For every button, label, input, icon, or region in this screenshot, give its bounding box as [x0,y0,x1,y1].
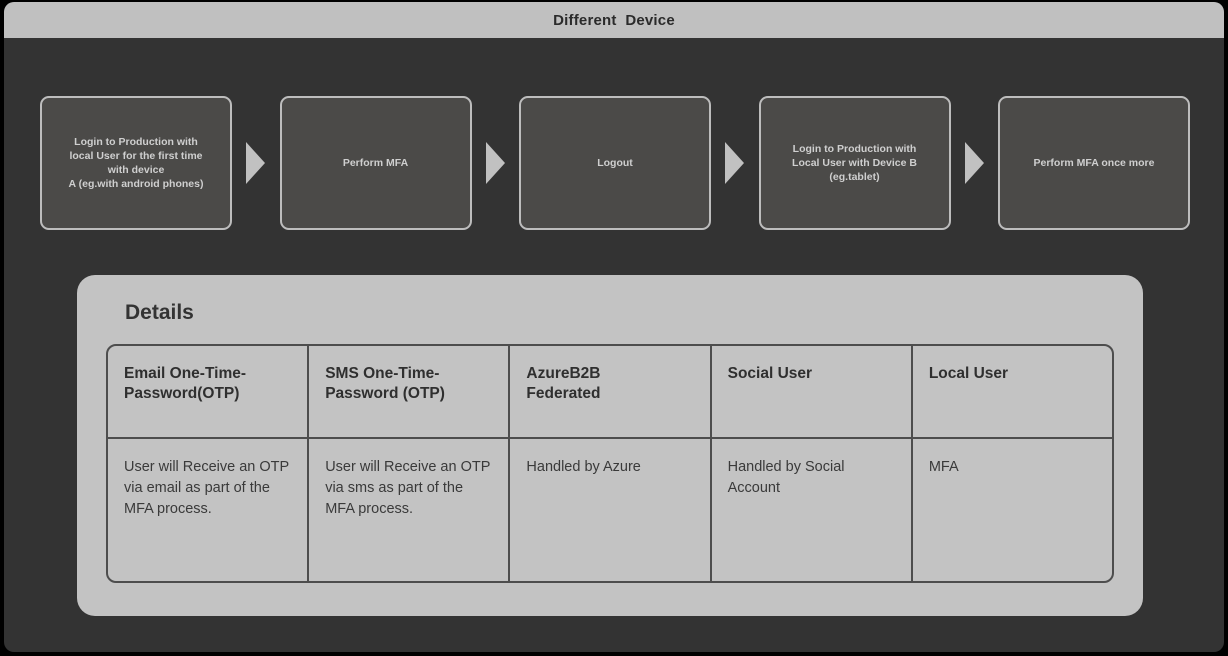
arrow-right-icon-4 [963,142,985,184]
table-cell-text: MFA [928,459,959,475]
flow-step-label: Perform MFA once more [1033,157,1155,169]
table-cell-email-otp: User will Receive an OTP via email as pa… [108,439,310,581]
arrow-right-icon-1 [245,142,267,184]
details-title: Details [125,301,194,324]
table-header-cell-local-user: Local User [913,346,1112,437]
flow-step-perform-mfa[interactable]: Perform MFA [279,96,472,230]
details-table: Email One-Time- Password(OTP) SMS One-Ti… [106,344,1114,583]
table-header-cell-sms-otp: SMS One-Time- Password (OTP) [309,346,511,437]
arrow-right-icon-3 [724,142,746,184]
table-header-row: Email One-Time- Password(OTP) SMS One-Ti… [108,346,1112,439]
column-header-label: SMS One-Time- Password (OTP) [325,365,445,402]
arrow-right-icon-2 [484,142,506,184]
column-header-label: Local User [928,365,1009,382]
table-cell-text: Handled by Azure [526,459,641,475]
flow-step-login-device-b[interactable]: Login to Production with Local User with… [758,96,951,230]
table-header-cell-social-user: Social User [712,346,913,437]
outer-card: Different Device Login to Production wit… [4,2,1224,652]
page-title: Different Device [553,11,675,29]
column-header-label: Social User [727,365,813,382]
flow-step-logout[interactable]: Logout [519,96,711,230]
table-cell-local-user: MFA [913,439,1112,581]
flow-step-perform-mfa-once-more[interactable]: Perform MFA once more [998,96,1190,230]
table-header-cell-email-otp: Email One-Time- Password(OTP) [108,346,310,437]
flow-step-label: Perform MFA [342,157,409,169]
table-header-cell-azureb2b-federated: AzureB2B Federated [510,346,712,437]
table-cell-sms-otp: User will Receive an OTP via sms as part… [309,439,511,581]
flow-step-label: Login to Production with Local User with… [792,143,917,183]
table-cell-azureb2b-federated: Handled by Azure [510,439,712,581]
table-row: User will Receive an OTP via email as pa… [108,439,1112,581]
flow-step-label: Logout [597,157,633,169]
column-header-label: AzureB2B Federated [526,365,601,402]
table-cell-text: Handled by Social Account [727,459,845,496]
title-bar: Different Device [4,2,1224,38]
table-cell-text: User will Receive an OTP via sms as part… [325,459,491,517]
flow-step-label: Login to Production with local User for … [68,136,204,190]
flow-step-login-device-a[interactable]: Login to Production with local User for … [40,96,232,230]
details-panel: Details Email One-Time- Password(OTP) SM… [77,275,1143,616]
table-cell-social-user: Handled by Social Account [712,439,913,581]
flow-diagram: Login to Production with local User for … [40,95,1190,231]
column-header-label: Email One-Time- Password(OTP) [124,365,247,402]
table-cell-text: User will Receive an OTP via email as pa… [124,459,289,517]
